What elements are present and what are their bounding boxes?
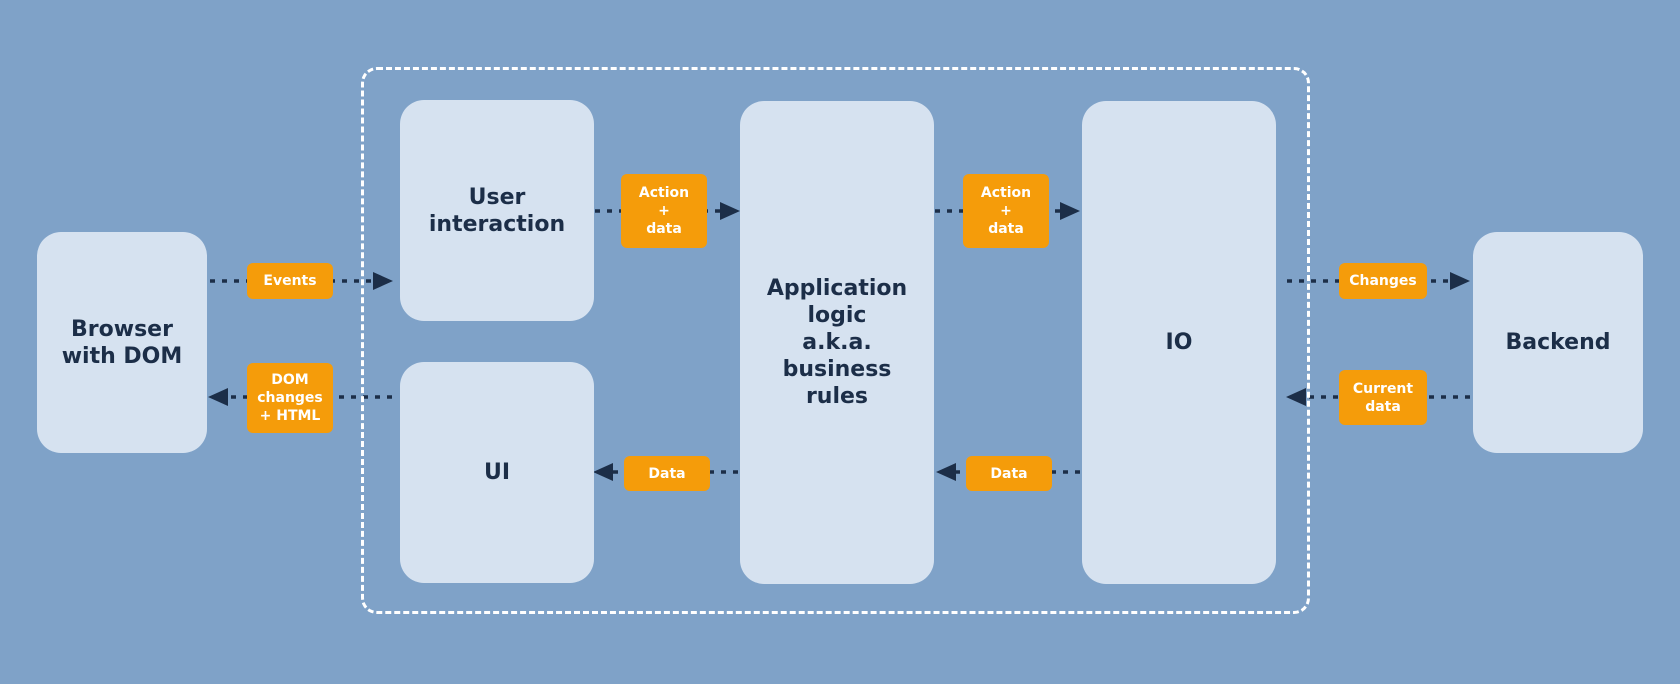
- label-action-data-1: Action + data: [621, 174, 707, 248]
- arrowhead-action-data-2: [1060, 202, 1080, 220]
- ui-box: UI: [400, 362, 594, 583]
- label-dom-changes: DOM changes + HTML: [247, 363, 333, 433]
- application-logic-box: Application logic a.k.a. business rules: [740, 101, 934, 584]
- arrowhead-dom-changes: [208, 388, 228, 406]
- label-data-2: Data: [966, 456, 1052, 491]
- arrowhead-data-2: [936, 463, 956, 481]
- backend-box: Backend: [1473, 232, 1643, 453]
- browser-box: Browser with DOM: [37, 232, 207, 453]
- arrowhead-changes: [1450, 272, 1470, 290]
- arrowhead-current-data: [1286, 388, 1306, 406]
- label-changes: Changes: [1339, 263, 1427, 299]
- label-action-data-2: Action + data: [963, 174, 1049, 248]
- io-box: IO: [1082, 101, 1276, 584]
- label-current-data: Current data: [1339, 370, 1427, 425]
- user-interaction-box: User interaction: [400, 100, 594, 321]
- arrowhead-action-data-1: [720, 202, 740, 220]
- label-events: Events: [247, 263, 333, 299]
- label-data-1: Data: [624, 456, 710, 491]
- frontend-boundary: [361, 67, 1310, 614]
- arrowhead-data-1: [593, 463, 613, 481]
- arrowhead-events: [373, 272, 393, 290]
